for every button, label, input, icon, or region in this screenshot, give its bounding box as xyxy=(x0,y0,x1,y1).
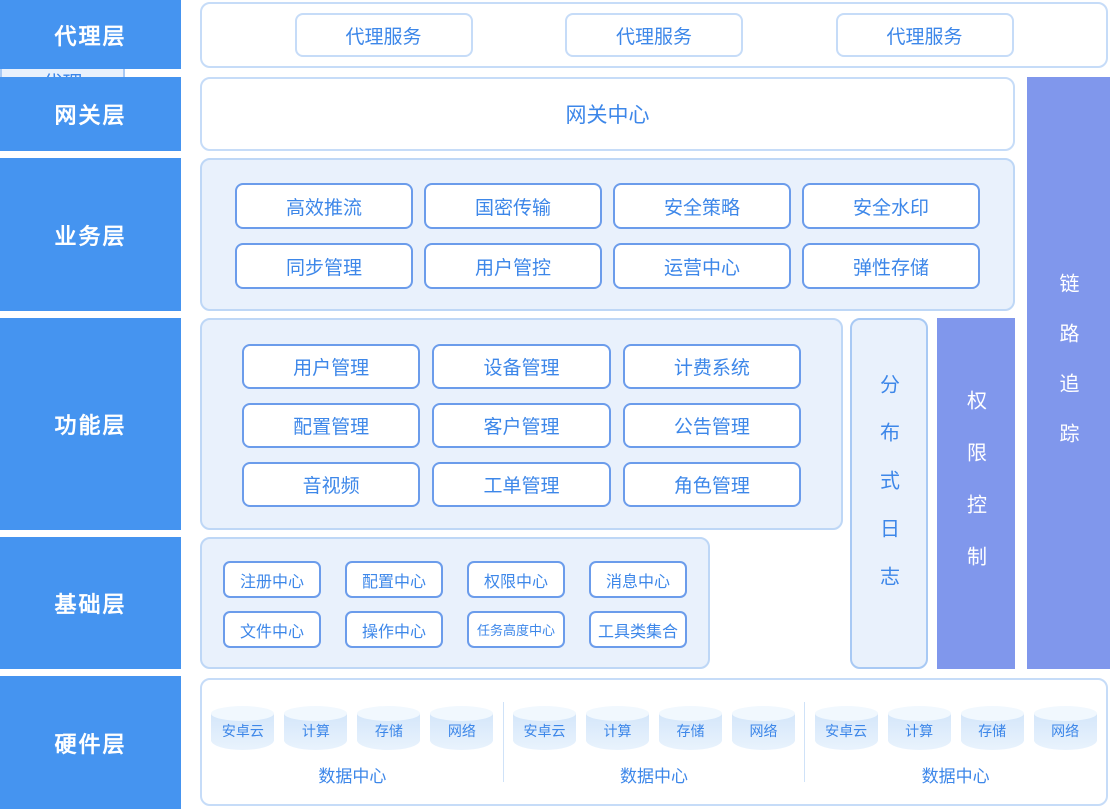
sidebar-layer-base: 基础层 xyxy=(0,537,181,669)
cylinder-top xyxy=(430,705,494,721)
base-box: 消息中心 xyxy=(589,561,687,598)
base-box: 权限中心 xyxy=(467,561,565,598)
storage-cylinder-icon: 存储 xyxy=(960,705,1024,750)
function-layer-panel: 用户管理 设备管理 计费系统 配置管理 客户管理 公告管理 音视频 工单管理 角… xyxy=(200,318,843,530)
layer-label: 硬件层 xyxy=(54,732,127,758)
business-box: 同步管理 xyxy=(235,243,413,289)
cloud-cylinder-icon: 安卓云 xyxy=(211,705,275,750)
cylinder-top xyxy=(887,705,951,721)
function-box: 客户管理 xyxy=(432,403,611,448)
distributed-log-label: 分布式日志 xyxy=(876,373,901,614)
link-trace-column: 链路追踪 xyxy=(1027,77,1110,669)
cylinder-row: 安卓云 计算 存储 网络 xyxy=(814,705,1097,750)
data-center-group: 安卓云 计算 存储 网络 数据中心 xyxy=(202,680,503,804)
business-box: 安全水印 xyxy=(802,183,980,229)
group-divider xyxy=(502,702,504,782)
layer-label: 代理层 xyxy=(54,24,127,50)
function-box: 工单管理 xyxy=(432,462,611,507)
cylinder-top xyxy=(1033,705,1097,721)
data-center-label: 数据中心 xyxy=(921,766,990,787)
cylinder-top xyxy=(814,705,878,721)
function-box: 设备管理 xyxy=(432,344,611,389)
sidebar-layer-hardware: 硬件层 xyxy=(0,676,181,809)
cylinder-top xyxy=(513,705,576,721)
cloud-cylinder-icon: 安卓云 xyxy=(513,705,576,750)
cylinder-top xyxy=(357,705,421,721)
function-box: 公告管理 xyxy=(622,403,801,448)
business-box: 国密传输 xyxy=(424,183,602,229)
function-box: 配置管理 xyxy=(242,403,421,448)
compute-cylinder-icon: 计算 xyxy=(887,705,951,750)
link-trace-label: 链路追踪 xyxy=(1056,273,1080,473)
base-box: 任务高度中心 xyxy=(467,611,565,648)
function-box: 计费系统 xyxy=(622,344,801,389)
gateway-center-panel: 网关中心 xyxy=(200,77,1015,151)
base-layer-panel: 注册中心 配置中心 权限中心 消息中心 文件中心 操作中心 任务高度中心 工具类… xyxy=(200,537,710,669)
data-center-label: 数据中心 xyxy=(620,766,688,787)
cylinder-top xyxy=(586,705,649,721)
base-box: 文件中心 xyxy=(223,611,321,648)
permission-control-column: 权限控制 xyxy=(937,318,1015,669)
function-box: 角色管理 xyxy=(622,462,801,507)
cylinder-row: 安卓云 计算 存储 网络 xyxy=(513,705,795,750)
layer-label: 基础层 xyxy=(54,593,127,618)
sidebar-layer-function: 功能层 xyxy=(0,318,181,530)
business-box: 用户管控 xyxy=(424,243,602,289)
data-center-group: 安卓云 计算 存储 网络 数据中心 xyxy=(504,680,805,804)
hardware-layer-panel: 安卓云 计算 存储 网络 数据中心 安卓云 计算 存储 网络 数据中心 安卓云 … xyxy=(200,678,1108,806)
agent-service-box: 代理服务 xyxy=(294,13,473,57)
cylinder-top xyxy=(284,705,348,721)
business-box: 弹性存储 xyxy=(802,243,980,289)
base-box: 注册中心 xyxy=(223,561,321,598)
function-box: 用户管理 xyxy=(242,344,421,389)
layer-label: 业务层 xyxy=(54,224,127,250)
layer-label: 网关层 xyxy=(54,104,127,129)
network-cylinder-icon: 网络 xyxy=(732,705,795,750)
storage-cylinder-icon: 存储 xyxy=(357,705,421,750)
cylinder-top xyxy=(211,705,275,721)
sidebar-layer-business: 业务层 xyxy=(0,158,181,311)
data-center-group: 安卓云 计算 存储 网络 数据中心 xyxy=(805,680,1106,804)
agent-service-box: 代理服务 xyxy=(835,13,1014,57)
business-layer-panel: 高效推流 国密传输 安全策略 安全水印 同步管理 用户管控 运营中心 弹性存储 xyxy=(200,158,1015,311)
group-divider xyxy=(804,702,806,782)
base-box: 工具类集合 xyxy=(589,611,687,648)
cylinder-top xyxy=(732,705,795,721)
agent-layer-panel: 代理服务 代理服务 代理服务 xyxy=(200,2,1108,68)
base-box: 配置中心 xyxy=(345,561,443,598)
business-box: 高效推流 xyxy=(235,183,413,229)
base-box: 操作中心 xyxy=(345,611,443,648)
storage-cylinder-icon: 存储 xyxy=(659,705,722,750)
sidebar-layer-gateway: 网关层 xyxy=(0,77,181,151)
cylinder-row: 安卓云 计算 存储 网络 xyxy=(211,705,494,750)
compute-cylinder-icon: 计算 xyxy=(284,705,348,750)
layer-label: 功能层 xyxy=(54,414,127,439)
cylinder-top xyxy=(659,705,722,721)
gateway-center-label: 网关中心 xyxy=(565,103,650,127)
distributed-log-column: 分布式日志 xyxy=(850,318,928,669)
compute-cylinder-icon: 计算 xyxy=(586,705,649,750)
network-cylinder-icon: 网络 xyxy=(1033,705,1097,750)
network-cylinder-icon: 网络 xyxy=(430,705,494,750)
cloud-cylinder-icon: 安卓云 xyxy=(814,705,878,750)
cylinder-top xyxy=(960,705,1024,721)
business-box: 运营中心 xyxy=(613,243,791,289)
business-box: 安全策略 xyxy=(613,183,791,229)
permission-control-label: 权限控制 xyxy=(963,389,988,598)
function-box: 音视频 xyxy=(242,462,421,507)
data-center-label: 数据中心 xyxy=(318,766,387,787)
agent-service-box: 代理服务 xyxy=(565,13,743,57)
sidebar-layer-agent: 代理层 xyxy=(0,0,181,69)
